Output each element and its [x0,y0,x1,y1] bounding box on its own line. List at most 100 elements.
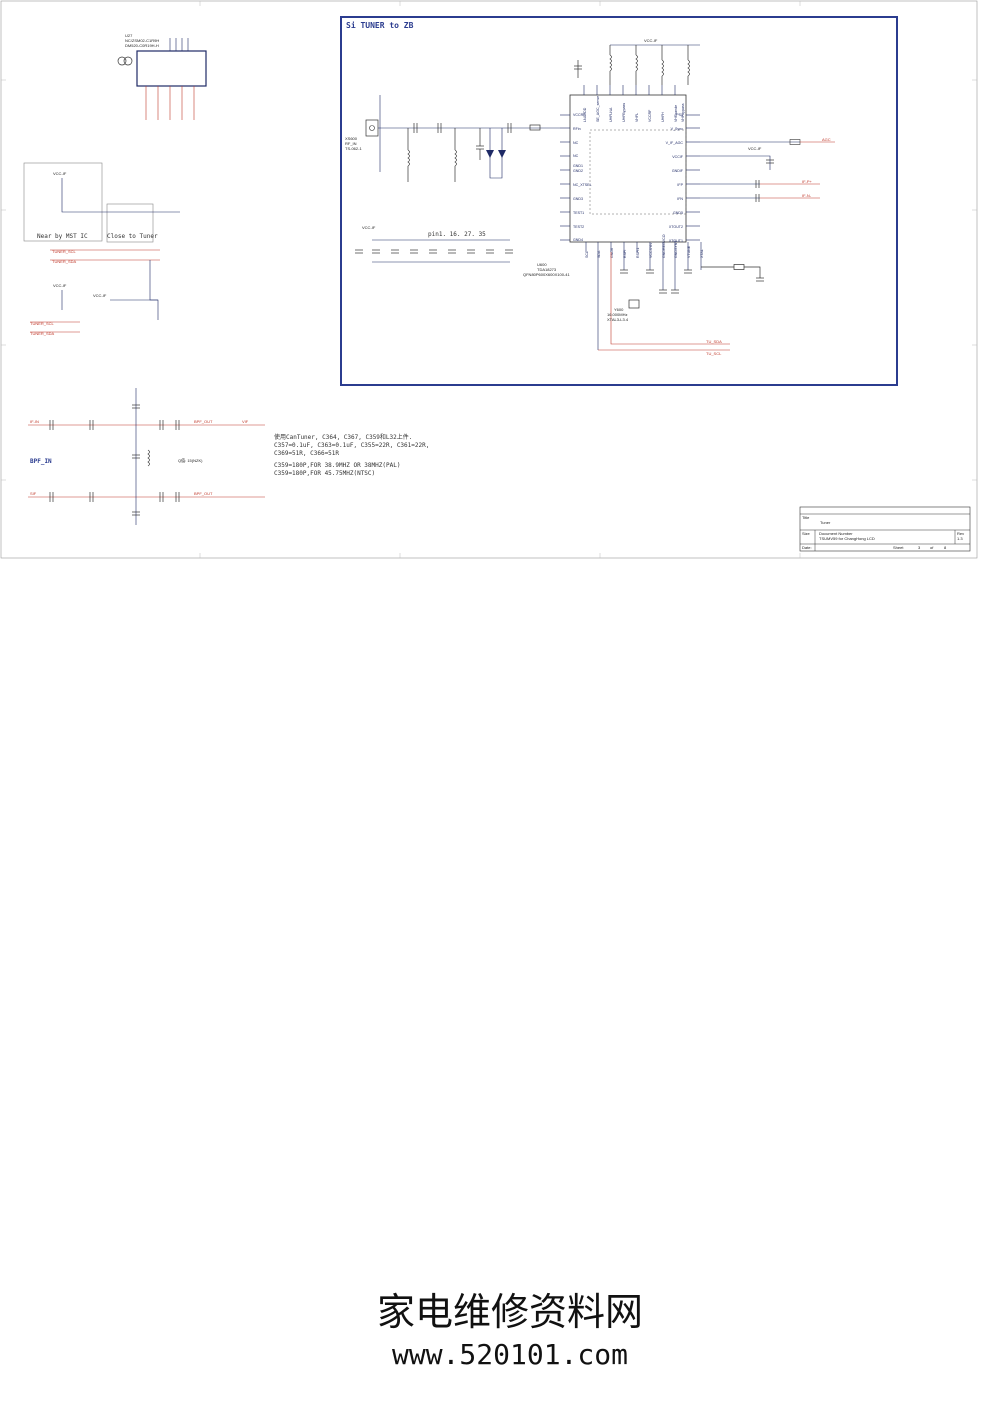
pin-right-label: IFN [677,197,683,201]
vcc-if-caps-label: VCC-IF [362,225,376,230]
sif-label: SIF [30,491,37,496]
note-line4: C359=180P,FOR 38.9MHZ OR 38MHZ(PAL) [274,462,400,469]
note-line1: 使用CanTuner, C364, C367, C359和L32上件. [274,433,412,441]
chip-part: TDA18273 [537,267,557,272]
if-in-label: IF-IN [30,419,39,424]
q-value: Q值: 15(NZK) [178,457,203,463]
left-cap-wire [149,260,159,320]
pin-left-label: NC [573,141,579,145]
pin-bottom-label: XTAL [700,249,704,258]
pin-right-label: XTOUT1 [669,239,683,243]
bottom-components [620,264,764,309]
crystal-freq: 16.000MHz [607,312,627,317]
vcc-if-top-label: VCC-IF [644,38,658,43]
esd-diodes [486,128,506,179]
pin-right-label: V_IF_AGC [666,141,684,145]
rf-inductors [407,128,484,182]
pin-bottom-label: RSPI1 [636,248,640,258]
near-mst-box [23,162,103,242]
rf-in-part: TS-062-1 [345,146,362,151]
tb-sheet-label: Sheet [893,545,904,550]
pin-bottom-label: GND6 [610,248,614,258]
crystal-part: XTAL3-L3.4 [607,317,629,322]
u27-ref: U27 [125,33,133,38]
pin-top-label: VCCRF [648,109,652,122]
vcc-if-right-label: VCC-IF [748,146,762,151]
tuner-block-frame [340,16,898,386]
left-vcc-wire [61,178,180,213]
watermark-url: www.520101.com [392,1338,628,1371]
pin-top-label: UHFBypass [622,103,626,122]
tuner-sda-left-label: TUNER_SDA [52,259,77,264]
chip-pins-right: PS1 V_Sync V_IF_AGC VCCIF GNDIF IFP IFN … [666,113,684,243]
near-mst-note: Near by MST IC [37,233,88,240]
chip-pins-right-stubs [686,114,700,241]
pin-left-label: NC_XTSEL [573,183,592,187]
frame-ticks [1,1,977,558]
vcc-if-left-label: VCC-IF [53,171,67,176]
bpf-out-top-label: BPF_OUT [194,419,213,424]
pin-bottom-label: VTUNE [687,245,691,258]
pin-right-label: VCCIF [672,155,684,159]
pin-right-label: V_Sync [671,127,684,131]
pin-right-label: PS1 [676,113,683,117]
pin-top-label: SE_AGC_sense [596,96,600,122]
tuner-block-title: Si TUNER to ZB [346,20,414,30]
chip-ref: U600 [537,262,547,267]
pin-top-label: LNAVDD [583,107,587,122]
tuner-scl-lower-label: TUNER_SCL [30,321,55,326]
bpf-components [49,404,180,516]
pin-left-label: GND2 [573,169,583,173]
rf-in-name: RF_IN [345,141,357,146]
u27-pin-stubs [145,86,195,120]
bpf-in-label: BPF_IN [30,458,52,465]
note-line2: C357=0.1uF, C363=0.1uF, C355=22R, C361=2… [274,442,429,449]
pin-left-label: NC [573,154,579,158]
pin-bottom-label: GNDREGVCO [662,234,666,258]
tb-size-label: Size [802,531,811,536]
decoupling-caps [355,249,513,254]
chip-pins-left: VCCRF RFin NC NC GND1 GND2 NC_XTSEL GND3… [573,113,592,242]
chip-pins-top-stubs [583,85,676,95]
note-line5: C359=180P,FOR 45.75MHZ(NTSC) [274,470,375,477]
chip-pins-bottom: SCL SDA GND6 RSPI RSPI1 VCCSYN GNDREGVCO… [585,234,704,258]
pin-bottom-label: SCL [585,251,589,258]
title-block: Title Tuner Size Document Number TSUMV59… [799,506,971,552]
pin-bottom-label: RSPI [623,250,627,258]
usage-notes: 使用CanTuner, C364, C367, C359和L32上件. C357… [274,433,429,477]
tb-title: Tuner [820,520,831,525]
u27-line2: DM520-C0R19H-H [125,43,159,48]
crystal-ref: Y600 [614,307,624,312]
tuner-chip-core [589,129,687,215]
u27-module [136,50,207,87]
tb-of-label: of [930,545,934,550]
pins-note: pin1. 16. 27. 35 [428,231,486,238]
agc-label: AGC [822,137,831,142]
sheet-border [0,0,978,559]
tb-sheet-total: 8 [944,545,947,550]
vif-label: VIF [242,419,249,424]
tb-rev: 1.3 [957,536,963,541]
ifn-label: IF-N- [802,193,812,198]
pin-right-label: IFP [677,183,683,187]
rf-in-ref: XS600 [345,136,358,141]
tb-date-label: Date: [802,545,812,550]
close-tuner-note: Close to Tuner [107,233,158,240]
tuner-chip-u600 [569,94,687,243]
tu-sda-wire [610,252,730,345]
top-inductors [574,45,690,85]
pin-top-label: VHFL [635,113,639,122]
pin-top-label: UHFLNA [609,107,613,122]
tuner-sda-lower-label: TUNER_SDA [30,331,55,336]
pin-right-label: XTOUT2 [669,225,683,229]
note-line3: C369=51R, C366=51R [274,450,339,457]
pin-top-label: UHFH [661,112,665,122]
bpf-out-bottom-label: BPF_OUT [194,491,213,496]
pin-top-label: VHFbande [674,105,678,122]
chip-pins-bottom-stubs [585,242,702,350]
pin-left-label: TEST1 [573,211,584,215]
tb-rev-label: Rev [957,531,964,536]
pin-bottom-label: SDA [597,250,601,258]
rf-path-components [413,123,541,133]
chip-pins-left-stubs [560,114,570,241]
